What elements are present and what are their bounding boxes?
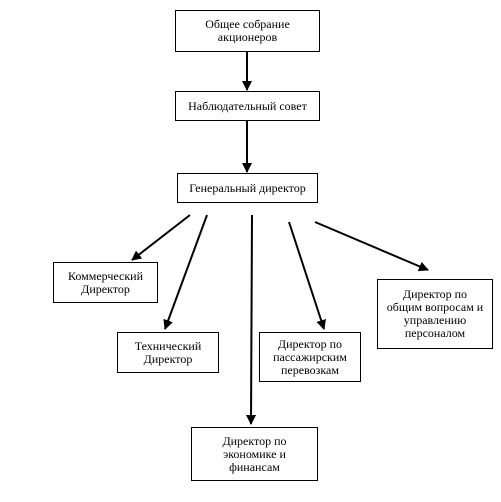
arrow-ceo-to-technical xyxy=(163,214,208,330)
node-supervisory-board: Наблюдательный совет xyxy=(175,91,320,121)
arrow-ceo-to-passenger xyxy=(288,221,326,330)
node-shareholders-meeting: Общее собрание акционеров xyxy=(175,10,320,52)
arrow-ceo-to-general-affairs xyxy=(314,221,429,272)
node-supervisory-board-label: Наблюдательный совет xyxy=(188,98,307,113)
node-technical-director-label: Технический Директор xyxy=(134,338,202,366)
arrow-ceo-to-commercial xyxy=(131,214,191,261)
node-general-affairs-director: Директор по общим вопросам и управлению … xyxy=(377,279,493,349)
node-commercial-director-label: Коммерческий Директор xyxy=(67,268,144,296)
node-shareholders-meeting-label: Общее собрание акционеров xyxy=(205,17,290,44)
node-general-director-label: Генеральный директор xyxy=(189,180,306,195)
node-passenger-director-label: Директор по пассажирским перевозкам xyxy=(273,336,347,377)
arrow-ceo-to-economics xyxy=(246,214,257,425)
node-general-director: Генеральный директор xyxy=(177,173,318,203)
node-commercial-director: Коммерческий Директор xyxy=(53,262,158,303)
node-general-affairs-director-label: Директор по общим вопросам и управлению … xyxy=(386,287,484,340)
node-economics-director: Директор по экономике и финансам xyxy=(191,427,318,481)
node-technical-director: Технический Директор xyxy=(117,332,219,373)
node-passenger-director: Директор по пассажирским перевозкам xyxy=(259,332,361,382)
node-economics-director-label: Директор по экономике и финансам xyxy=(222,433,287,474)
